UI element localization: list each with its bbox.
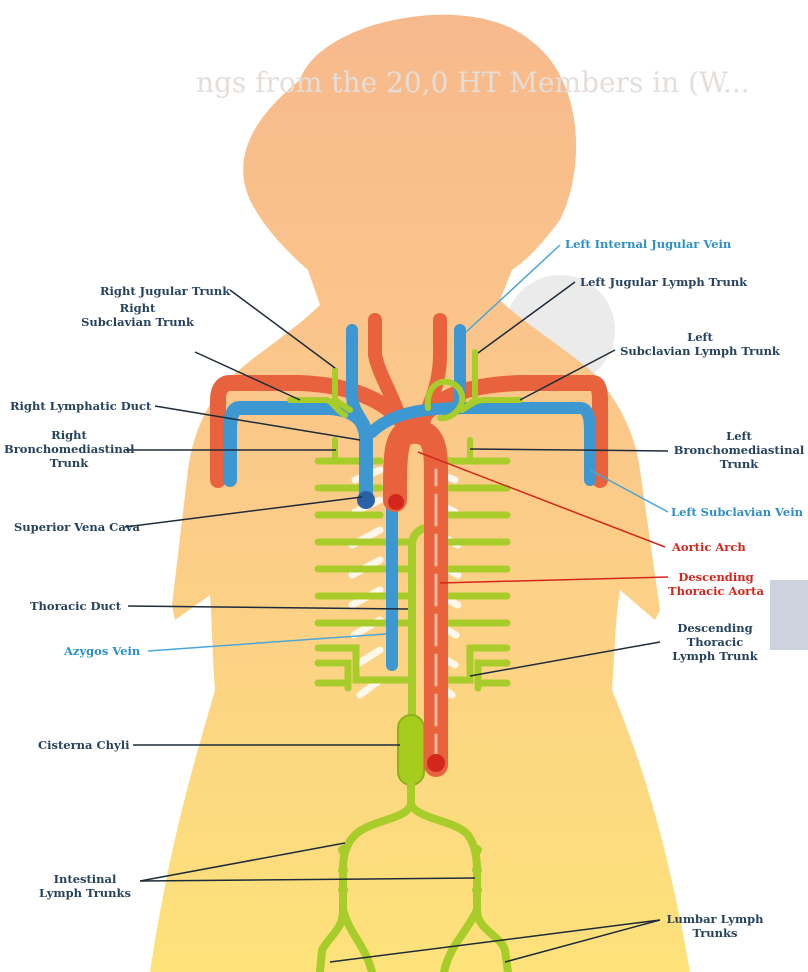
label-line: Lymph Trunk [660, 649, 770, 663]
label-azygos-vein: Azygos Vein [64, 644, 140, 658]
label-line: Right [80, 301, 195, 315]
label-right-jugular-trunk: Right Jugular Trunk [100, 284, 230, 298]
label-right-subclavian-trunk: Right Subclavian Trunk [80, 301, 195, 329]
label-line: Descending [666, 570, 766, 584]
label-aortic-arch: Aortic Arch [672, 540, 746, 554]
label-line: Thoracic Aorta [666, 584, 766, 598]
label-line: Bronchomediastinal [4, 442, 134, 456]
label-left-bronchomediastinal-trunk: Left Bronchomediastinal Trunk [672, 429, 806, 471]
label-right-lymphatic-duct: Right Lymphatic Duct [10, 399, 151, 413]
label-line: Thoracic [660, 635, 770, 649]
label-left-jugular-lymph-trunk: Left Jugular Lymph Trunk [580, 275, 747, 289]
label-left-subclavian-vein: Left Subclavian Vein [671, 505, 803, 519]
label-line: Subclavian Trunk [80, 315, 195, 329]
label-cisterna-chyli: Cisterna Chyli [38, 738, 129, 752]
label-line: Intestinal [30, 872, 140, 886]
label-line: Lymph Trunks [30, 886, 140, 900]
label-line: Lumbar Lymph [660, 912, 770, 926]
label-superior-vena-cava: Superior Vena Cava [14, 520, 140, 534]
label-lumbar-lymph-trunks: Lumbar Lymph Trunks [660, 912, 770, 940]
label-line: Trunks [660, 926, 770, 940]
body-silhouette [150, 15, 690, 972]
label-thoracic-duct: Thoracic Duct [30, 599, 121, 613]
label-line: Trunk [4, 456, 134, 470]
label-line: Right [4, 428, 134, 442]
background-text: ngs from the 20,0 HT Members in (W... [196, 66, 750, 99]
label-line: Left [672, 429, 806, 443]
label-descending-thoracic-aorta: Descending Thoracic Aorta [666, 570, 766, 598]
label-line: Left [615, 330, 785, 344]
label-line: Subclavian Lymph Trunk [615, 344, 785, 358]
label-descending-thoracic-lymph-trunk: Descending Thoracic Lymph Trunk [660, 621, 770, 663]
label-left-subclavian-lymph-trunk: Left Subclavian Lymph Trunk [615, 330, 785, 358]
label-left-internal-jugular-vein: Left Internal Jugular Vein [565, 237, 731, 251]
label-intestinal-lymph-trunks: Intestinal Lymph Trunks [30, 872, 140, 900]
label-right-bronchomediastinal-trunk: Right Bronchomediastinal Trunk [4, 428, 134, 470]
label-line: Descending [660, 621, 770, 635]
label-line: Bronchomediastinal [672, 443, 806, 457]
label-line: Trunk [672, 457, 806, 471]
